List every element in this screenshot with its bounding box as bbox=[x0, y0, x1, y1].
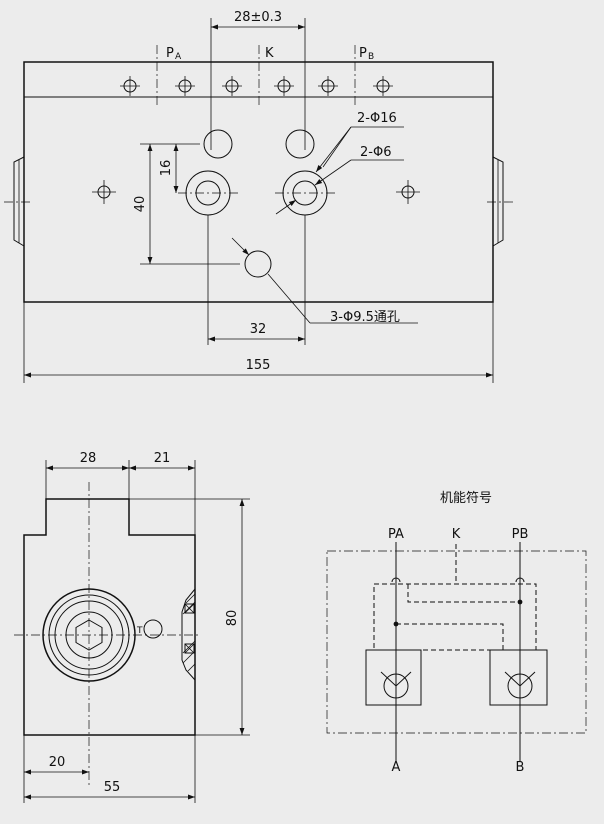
symbol-envelope bbox=[326, 550, 587, 734]
dim-text-20: 20 bbox=[49, 755, 66, 770]
side-view: 28 21 80 T bbox=[14, 451, 250, 803]
dim-text-40: 40 bbox=[133, 196, 148, 213]
symbol-port-pa: PA bbox=[388, 527, 404, 542]
junction-dot-left bbox=[393, 621, 399, 627]
dim-text-28: 28 bbox=[80, 451, 97, 466]
dim-text-32: 32 bbox=[250, 322, 267, 337]
check-valve-b bbox=[489, 649, 548, 706]
symbol-port-b: B bbox=[516, 760, 525, 775]
dim-text-21: 21 bbox=[154, 451, 171, 466]
callout-through-holes: 3-Φ9.5通孔 bbox=[330, 310, 400, 325]
top-view: P A K P B 28±0.3 bbox=[4, 10, 516, 383]
dim-text-28-tol: 28±0.3 bbox=[234, 10, 282, 25]
small-plug bbox=[143, 619, 163, 639]
port-label-k: K bbox=[265, 46, 274, 61]
port-band-holes bbox=[120, 76, 393, 96]
symbol-title: 机能符号 bbox=[440, 490, 492, 506]
port-label-pb-sub: B bbox=[368, 52, 374, 62]
port-label-pa: P bbox=[166, 46, 174, 61]
junction-dot-right bbox=[517, 599, 523, 605]
plug-mark-t: T bbox=[136, 626, 143, 636]
hole-phi9-5 bbox=[244, 250, 272, 278]
hole-phi16-pair bbox=[203, 129, 315, 159]
side-view-outline bbox=[23, 498, 196, 736]
hydraulic-symbol: 机能符号 PA K PB A B bbox=[326, 490, 587, 775]
callout-phi6: 2-Φ6 bbox=[360, 145, 391, 160]
hex-socket bbox=[75, 619, 103, 651]
check-valve-a bbox=[365, 649, 422, 706]
dim-text-55: 55 bbox=[104, 780, 121, 795]
dim-text-155: 155 bbox=[246, 358, 271, 373]
dim-text-80: 80 bbox=[225, 610, 240, 627]
dim-text-16: 16 bbox=[159, 160, 174, 177]
side-small-holes bbox=[92, 180, 420, 204]
symbol-port-k: K bbox=[452, 527, 461, 542]
top-view-body-outline bbox=[23, 61, 494, 303]
symbol-port-pb: PB bbox=[512, 527, 529, 542]
symbol-port-a: A bbox=[392, 760, 401, 775]
port-label-pb: P bbox=[359, 46, 367, 61]
port-label-pa-sub: A bbox=[175, 52, 182, 62]
callout-phi16: 2-Φ16 bbox=[357, 111, 397, 126]
counterbored-holes bbox=[178, 170, 335, 216]
section-cut bbox=[181, 588, 196, 681]
